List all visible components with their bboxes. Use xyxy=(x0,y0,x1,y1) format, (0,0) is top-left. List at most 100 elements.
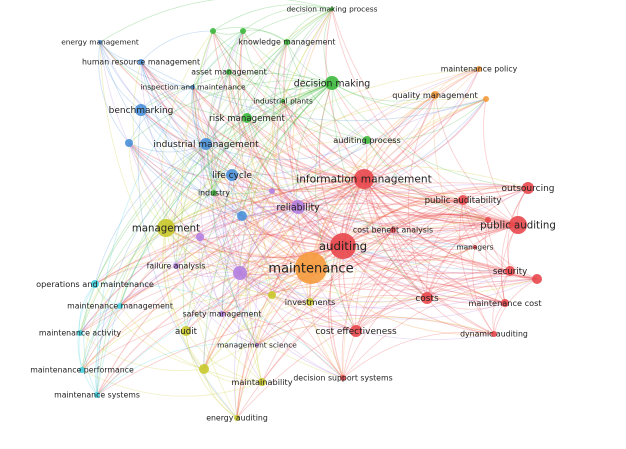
node-label[interactable]: maintenance cost xyxy=(468,298,542,308)
node-label[interactable]: asset management xyxy=(191,68,266,77)
node-label[interactable]: maintenance performance xyxy=(30,366,134,375)
node-energy-management[interactable] xyxy=(98,40,102,44)
node-label[interactable]: decision making xyxy=(294,78,370,89)
node-label[interactable]: outsourcing xyxy=(501,184,554,194)
node-unlabeled[interactable] xyxy=(233,266,247,280)
node-label[interactable]: public auditability xyxy=(425,196,502,206)
node-cost-benefit-analysis[interactable] xyxy=(390,227,396,233)
node-management-science[interactable] xyxy=(255,343,259,347)
node-life-cycle[interactable] xyxy=(226,169,238,181)
node-label[interactable]: life cycle xyxy=(212,171,252,181)
node-label[interactable]: maintenance management xyxy=(67,302,173,311)
node-unlabeled[interactable] xyxy=(196,233,204,241)
node-maintenance-systems[interactable] xyxy=(94,392,100,398)
node-maintenance-management[interactable] xyxy=(117,303,123,309)
node-label[interactable]: human resource management xyxy=(82,58,200,67)
node-label[interactable]: quality management xyxy=(392,90,478,100)
node-label[interactable]: audit xyxy=(175,327,198,337)
node-industrial-management[interactable] xyxy=(200,138,212,150)
node-label[interactable]: decision making process xyxy=(286,5,377,14)
node-label[interactable]: maintenance xyxy=(268,262,353,277)
node-label[interactable]: risk management xyxy=(209,114,285,124)
node-auditing[interactable] xyxy=(330,233,356,259)
node-label[interactable]: benchmarking xyxy=(109,106,174,116)
node-safety-management[interactable] xyxy=(219,311,225,317)
node-quality-management[interactable] xyxy=(431,91,439,99)
node-investments[interactable] xyxy=(306,298,314,306)
node-unlabeled[interactable] xyxy=(240,28,246,34)
node-label[interactable]: maintenance systems xyxy=(54,391,140,400)
node-industry[interactable] xyxy=(211,190,217,196)
node-human-resource-management[interactable] xyxy=(138,59,144,65)
node-costs[interactable] xyxy=(421,292,433,304)
node-label[interactable]: dynamic auditing xyxy=(460,330,528,339)
node-label[interactable]: maintenance activity xyxy=(39,329,122,338)
node-label[interactable]: operations and maintenance xyxy=(36,279,154,289)
node-unlabeled[interactable] xyxy=(485,217,491,223)
node-maintenance-policy[interactable] xyxy=(476,66,482,72)
node-unlabeled[interactable] xyxy=(268,291,276,299)
node-label[interactable]: management xyxy=(132,224,200,235)
node-dynamic-auditing[interactable] xyxy=(491,331,497,337)
node-maintenance-cost[interactable] xyxy=(501,299,509,307)
node-management[interactable] xyxy=(157,219,175,237)
node-label[interactable]: cost effectiveness xyxy=(315,327,397,337)
node-label[interactable]: decision support systems xyxy=(293,374,392,383)
node-industrial-plants[interactable] xyxy=(281,99,285,103)
node-unlabeled[interactable] xyxy=(483,96,489,102)
node-asset-management[interactable] xyxy=(226,69,232,75)
node-label[interactable]: public auditing xyxy=(480,221,556,232)
node-failure-analysis[interactable] xyxy=(173,263,179,269)
node-operations-and-maintenance[interactable] xyxy=(91,280,99,288)
node-managers[interactable] xyxy=(473,245,477,249)
node-information-management[interactable] xyxy=(354,169,374,189)
node-public-auditability[interactable] xyxy=(458,195,468,205)
node-label[interactable]: maintenance policy xyxy=(441,65,518,74)
node-reliability[interactable] xyxy=(291,200,305,214)
node-maintenance-performance[interactable] xyxy=(79,367,85,373)
node-maintenance[interactable] xyxy=(295,252,327,284)
node-public-auditing[interactable] xyxy=(509,216,527,234)
node-benchmarking[interactable] xyxy=(135,104,147,116)
node-label[interactable]: investments xyxy=(285,297,336,307)
node-maintenance-activity[interactable] xyxy=(77,330,83,336)
node-label[interactable]: auditing process xyxy=(333,135,401,145)
node-label[interactable]: cost benefit analysis xyxy=(353,226,433,235)
node-security[interactable] xyxy=(505,266,515,276)
node-outsourcing[interactable] xyxy=(522,182,534,194)
node-label[interactable]: maintainability xyxy=(231,377,292,387)
node-label[interactable]: security xyxy=(493,267,527,277)
node-unlabeled[interactable] xyxy=(237,211,247,221)
node-inspection-and-maintenance[interactable] xyxy=(191,85,195,89)
node-label[interactable]: costs xyxy=(415,294,439,304)
node-risk-management[interactable] xyxy=(242,113,252,123)
node-audit[interactable] xyxy=(181,326,191,336)
node-unlabeled[interactable] xyxy=(199,364,209,374)
node-unlabeled[interactable] xyxy=(269,188,275,194)
node-energy-auditing[interactable] xyxy=(234,415,240,421)
node-unlabeled[interactable] xyxy=(125,139,133,147)
node-label[interactable]: inspection and maintenance xyxy=(140,83,246,92)
node-label[interactable]: safety management xyxy=(183,310,262,319)
node-unlabeled[interactable] xyxy=(210,28,216,34)
node-knowledge-management[interactable] xyxy=(284,39,290,45)
node-auditing-process[interactable] xyxy=(363,136,371,144)
node-label[interactable]: auditing xyxy=(319,239,367,253)
node-label[interactable]: reliability xyxy=(276,202,320,213)
node-label[interactable]: energy management xyxy=(61,38,139,47)
node-decision-making[interactable] xyxy=(325,76,339,90)
node-unlabeled[interactable] xyxy=(532,274,542,284)
node-label[interactable]: information management xyxy=(296,174,431,186)
node-decision-making-process[interactable] xyxy=(330,7,334,11)
node-label[interactable]: knowledge management xyxy=(239,38,336,47)
node-cost-effectiveness[interactable] xyxy=(350,325,362,337)
node-decision-support-systems[interactable] xyxy=(340,375,346,381)
node-label[interactable]: energy auditing xyxy=(206,414,268,423)
node-label[interactable]: industry xyxy=(198,189,230,198)
node-label[interactable]: failure analysis xyxy=(147,262,206,271)
node-label[interactable]: industrial plants xyxy=(253,97,313,106)
node-label[interactable]: management science xyxy=(217,341,297,350)
node-label[interactable]: industrial management xyxy=(153,140,259,150)
node-label[interactable]: managers xyxy=(456,243,493,252)
